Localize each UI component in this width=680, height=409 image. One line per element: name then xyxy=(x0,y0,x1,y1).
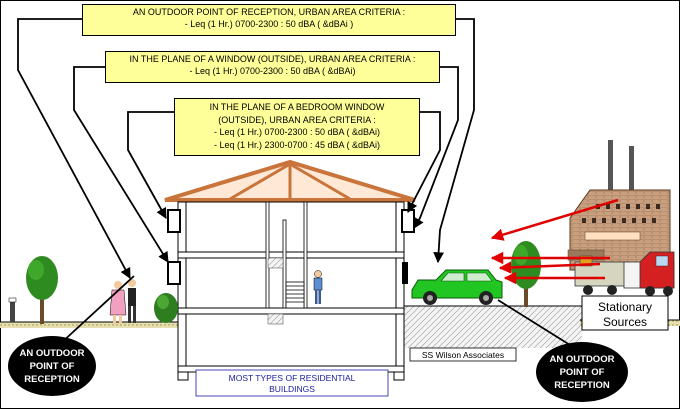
car xyxy=(411,269,503,305)
window-left-upper xyxy=(167,209,181,233)
callout-window-title: IN THE PLANE OF A WINDOW (OUTSIDE), URBA… xyxy=(129,54,416,64)
tree-left xyxy=(26,256,58,324)
window-left-lower xyxy=(167,261,181,285)
credit-box xyxy=(409,347,517,362)
stationary-label-1: Stationary xyxy=(598,300,652,314)
oval-right-line1: AN OUTDOOR xyxy=(549,353,615,365)
tree-right xyxy=(511,241,541,307)
couple-outdoor xyxy=(109,279,136,324)
callout-bedroom-line1: - Leq (1 Hr.) 0700-2300 : 50 dBA ( &dBAi… xyxy=(213,127,381,137)
shrub xyxy=(154,293,178,323)
callout-bedroom-criteria: IN THE PLANE OF A BEDROOM WINDOW (OUTSID… xyxy=(174,98,420,156)
callout-outdoor-criteria: AN OUTDOOR POINT OF RECEPTION, URBAN ARE… xyxy=(82,4,456,36)
callout-window-line1: - Leq (1 Hr.) 0700-2300 : 50 dBA ( &dBAi… xyxy=(189,65,356,76)
truck xyxy=(574,251,675,296)
factory xyxy=(567,140,671,271)
oval-outdoor-right: AN OUTDOOR POINT OF RECEPTION xyxy=(536,342,628,402)
building-label-box xyxy=(195,369,389,397)
post xyxy=(10,300,15,322)
leader-lines xyxy=(17,18,579,351)
oval-left-line1: AN OUTDOOR xyxy=(19,347,85,359)
stationary-sources-box xyxy=(581,295,669,331)
oval-left-line2: POINT OF xyxy=(29,360,75,372)
callout-bedroom-line2: - Leq (1 Hr.) 2300-0700 : 45 dBA ( &dBAi… xyxy=(213,139,381,150)
oval-left-line3: RECEPTION xyxy=(24,373,80,385)
window-right-lower xyxy=(402,262,408,284)
callout-outdoor-title: AN OUTDOOR POINT OF RECEPTION, URBAN ARE… xyxy=(132,7,406,17)
oval-right-line2: POINT OF xyxy=(559,366,605,378)
building-label-1: MOST TYPES OF RESIDENTIAL xyxy=(229,373,356,383)
building-label-2: BUILDINGS xyxy=(269,384,315,394)
callout-window-criteria: IN THE PLANE OF A WINDOW (OUTSIDE), URBA… xyxy=(105,51,440,83)
noise-arrows xyxy=(490,198,619,285)
credit-text: SS Wilson Associates xyxy=(422,350,504,360)
oval-outdoor-left: AN OUTDOOR POINT OF RECEPTION xyxy=(8,336,96,396)
callout-bedroom-title1: IN THE PLANE OF A BEDROOM WINDOW xyxy=(209,102,385,112)
callout-outdoor-line1: - Leq (1 Hr.) 0700-2300 : 50 dBA ( &dBAi… xyxy=(184,18,354,29)
oval-right-line3: RECEPTION xyxy=(554,379,610,391)
stationary-label-2: Sources xyxy=(603,315,647,329)
residential-building xyxy=(164,159,416,381)
callout-bedroom-title2: (OUTSIDE), URBAN AREA CRITERIA : xyxy=(218,114,376,125)
window-right-upper xyxy=(401,209,415,233)
person-inside xyxy=(313,270,323,304)
